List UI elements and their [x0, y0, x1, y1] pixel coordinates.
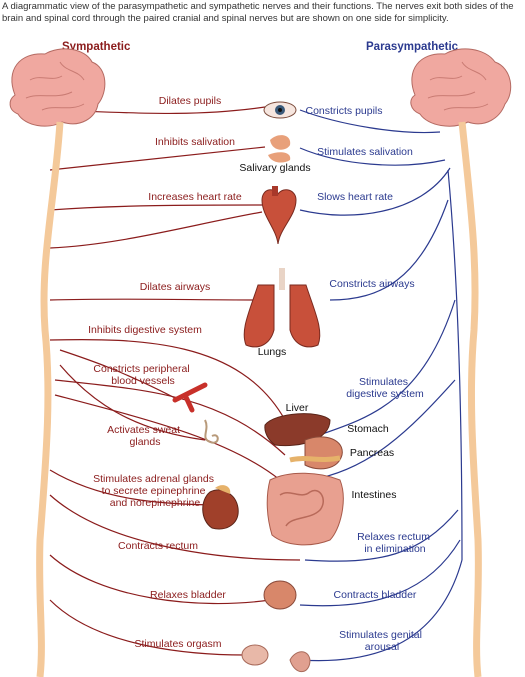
- sympathetic-nerves: [49, 106, 301, 656]
- sweat-gland-icon: [204, 419, 219, 444]
- sympathetic-heading: Sympathetic: [62, 41, 131, 53]
- label-stimulates-orgasm: Stimulates orgasm: [135, 638, 222, 650]
- bladder-icon: [263, 580, 297, 610]
- intestines-icon: [266, 472, 344, 546]
- label-salivary-glands: Salivary glands: [239, 162, 310, 174]
- label-intestines: Intestines: [352, 489, 397, 501]
- label-contracts-bladder: Contracts bladder: [334, 589, 417, 601]
- label-slows-heart-rate: Slows heart rate: [317, 191, 393, 203]
- male-genitals-icon: [289, 651, 311, 673]
- eye-icon: [263, 101, 297, 119]
- label-pancreas: Pancreas: [350, 447, 394, 459]
- label-activates-sweat-glands: Activates sweat glands: [107, 424, 183, 448]
- label-dilates-airways: Dilates airways: [140, 281, 211, 293]
- kidney-adrenal-icon: [202, 485, 239, 530]
- label-contracts-rectum: Contracts rectum: [118, 540, 198, 552]
- label-constricts-pupils: Constricts pupils: [305, 105, 382, 117]
- stomach-icon: [304, 436, 343, 470]
- heart-icon: [261, 186, 297, 245]
- label-inhibits-digestive-system: Inhibits digestive system: [88, 324, 202, 336]
- blood-vessel-icon: [172, 382, 208, 413]
- sympathetic-labels: Dilates pupils Inhibits salivation Incre…: [88, 95, 242, 650]
- label-dilates-pupils: Dilates pupils: [159, 95, 221, 107]
- label-stimulates-salivation: Stimulates salivation: [317, 146, 413, 158]
- parasympathetic-labels: Constricts pupils Stimulates salivation …: [305, 105, 433, 653]
- label-stomach: Stomach: [347, 423, 389, 435]
- salivary-glands-icon: [268, 135, 291, 163]
- sympathetic-brain-icon: [9, 48, 106, 127]
- label-stimulates-genital-arousal: Stimulates genital arousal: [339, 629, 425, 653]
- pancreas-icon: [289, 455, 341, 463]
- label-lungs: Lungs: [258, 346, 287, 358]
- parasympathetic-brain-icon: [410, 48, 512, 127]
- lungs-icon: [243, 268, 321, 348]
- label-liver: Liver: [286, 402, 309, 414]
- label-inhibits-salivation: Inhibits salivation: [155, 136, 235, 148]
- parasympathetic-heading: Parasympathetic: [366, 41, 459, 53]
- label-relaxes-bladder: Relaxes bladder: [150, 589, 226, 601]
- label-constricts-airways: Constricts airways: [329, 278, 414, 290]
- figure-caption: A diagrammatic view of the parasympathet…: [2, 1, 514, 24]
- organ-labels: Salivary glands Lungs Liver Stomach Panc…: [239, 162, 396, 501]
- parasympathetic-nerves: [299, 109, 463, 662]
- female-genitals-icon: [241, 644, 269, 666]
- label-relaxes-rectum: Relaxes rectum in elimination: [357, 531, 433, 555]
- label-stimulates-digestive-system: Stimulates digestive system: [346, 376, 424, 400]
- label-stimulates-adrenal-glands: Stimulates adrenal glands to secrete epi…: [93, 473, 217, 509]
- parasympathetic-spinal-cord-icon: [458, 121, 482, 677]
- label-increases-heart-rate: Increases heart rate: [148, 191, 242, 203]
- label-constricts-peripheral-blood-vessels: Constricts peripheral blood vessels: [93, 363, 192, 387]
- sympathetic-spinal-cord-icon: [36, 121, 64, 677]
